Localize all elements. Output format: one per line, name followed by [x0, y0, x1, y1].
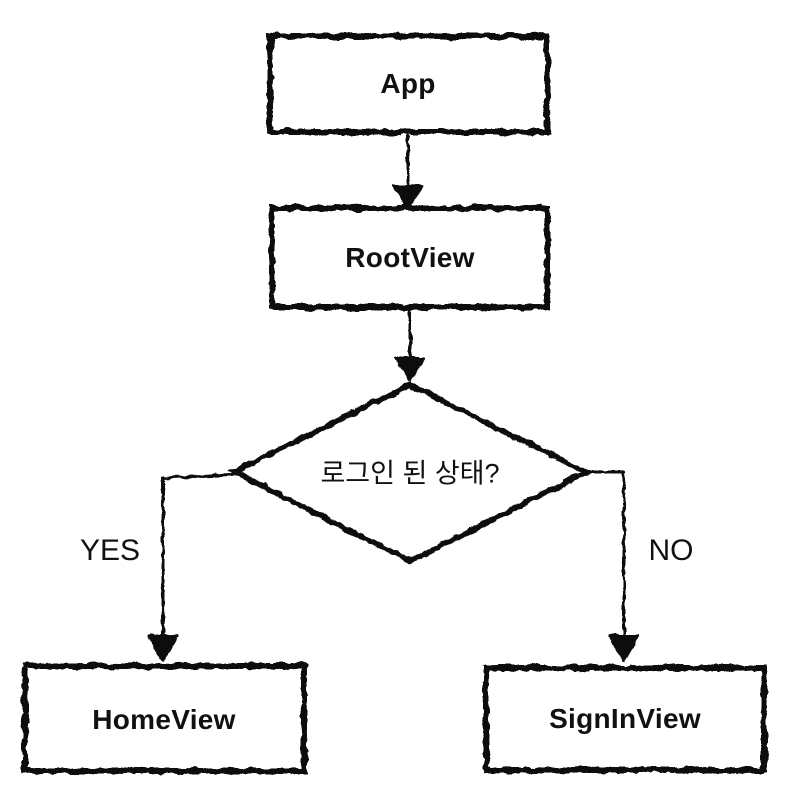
signinview-node-label: SignInView: [549, 703, 701, 734]
signinview-node-shape: [483, 665, 767, 773]
arrowhead-down-icon: [392, 184, 424, 209]
decision-node-label: 로그인 된 상태?: [320, 458, 500, 489]
edge-decision-to-homeview: [161, 472, 242, 640]
rootview-node-label: RootView: [345, 242, 475, 273]
arrowhead-down-icon: [147, 634, 179, 663]
arrowhead-down-icon: [394, 356, 426, 382]
homeview-node-shape: [22, 663, 307, 774]
app-node-shape: [267, 33, 550, 135]
homeview-node-label: HomeView: [92, 704, 236, 735]
edge-decision-to-signinview: [582, 470, 626, 640]
app-node-label: App: [380, 68, 436, 99]
yes-edge-label: YES: [79, 534, 141, 567]
no-edge-label: NO: [648, 534, 694, 567]
rootview-node-shape: [269, 205, 550, 310]
decision-diamond-shape: [227, 381, 593, 565]
arrowhead-down-icon: [608, 634, 640, 663]
